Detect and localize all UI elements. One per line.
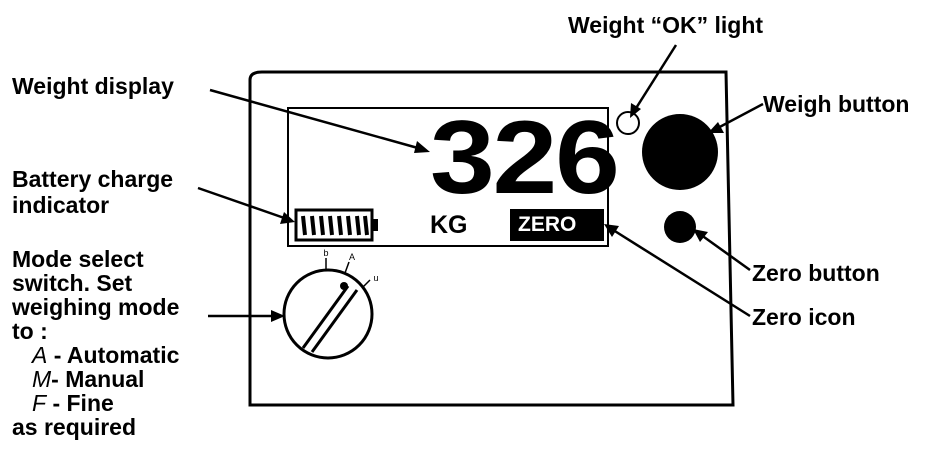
pointer-ok-light xyxy=(631,44,678,114)
label-weight-display: Weight display xyxy=(12,73,174,99)
label-battery-line2: indicator xyxy=(12,192,110,218)
switch-position-automatic: A xyxy=(349,252,355,262)
label-battery-line1: Battery charge xyxy=(12,166,174,192)
mode-letter-a: A xyxy=(32,342,48,368)
pointer-weight-display xyxy=(209,88,426,152)
mode-line-2: switch. Set xyxy=(12,270,133,296)
zero-icon-text: ZERO xyxy=(518,213,577,236)
mode-text-fine: - Fine xyxy=(46,390,114,416)
mode-letter-f: F xyxy=(32,390,47,416)
mode-text-automatic: - Automatic xyxy=(47,342,180,368)
zero-button[interactable] xyxy=(664,211,696,243)
pointer-zero-button xyxy=(696,230,751,272)
callout-pointers xyxy=(197,44,764,318)
switch-position-manual: u xyxy=(373,273,378,283)
pointer-weigh-button xyxy=(713,102,764,132)
mode-letter-m: M xyxy=(32,366,52,392)
mode-line-automatic: A - Automatic xyxy=(12,343,179,367)
mode-line-3: weighing mode xyxy=(12,294,180,320)
weigh-button[interactable] xyxy=(642,114,718,190)
zero-icon-box xyxy=(510,209,604,241)
label-mode-select: Mode select switch. Set weighing mode to… xyxy=(12,247,179,439)
mode-line-manual: M- Manual xyxy=(12,367,179,391)
callout-arrowheads xyxy=(271,103,724,322)
weight-ok-light xyxy=(616,111,640,135)
label-zero-button: Zero button xyxy=(752,260,880,286)
unit-label: KG xyxy=(430,211,468,239)
pointer-zero-icon xyxy=(609,226,751,318)
label-weigh-button: Weigh button xyxy=(763,91,910,117)
mode-line-fine: F - Fine xyxy=(12,391,179,415)
pointer-battery xyxy=(197,186,291,222)
mode-line-4: to : xyxy=(12,318,48,344)
mode-line-1: Mode select xyxy=(12,246,144,272)
label-zero-icon: Zero icon xyxy=(752,304,856,330)
weight-reading: 326 xyxy=(430,100,620,216)
switch-position-fine: b xyxy=(323,248,328,258)
label-weight-ok-light: Weight “OK” light xyxy=(568,12,764,38)
mode-select-switch[interactable]: b A u xyxy=(282,248,379,360)
battery-charge-indicator xyxy=(294,208,378,242)
mode-line-8: as required xyxy=(12,414,136,440)
mode-text-manual: - Manual xyxy=(51,366,145,392)
